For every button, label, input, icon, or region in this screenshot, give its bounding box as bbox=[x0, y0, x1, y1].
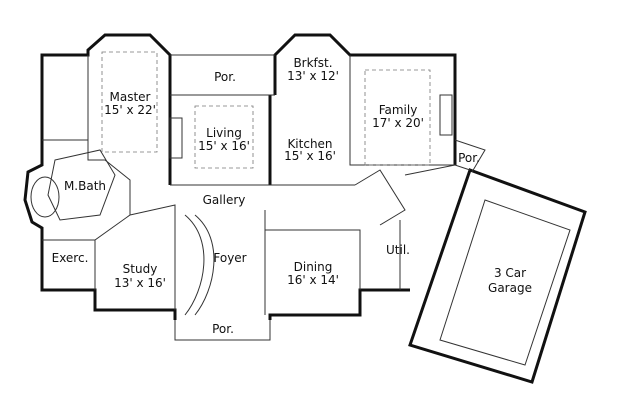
family-label: Family bbox=[379, 103, 418, 117]
living-label: Living bbox=[206, 126, 242, 140]
porch-rear-label: Por. bbox=[214, 70, 236, 84]
living-size: 15' x 16' bbox=[198, 139, 250, 153]
dining-size: 16' x 14' bbox=[287, 273, 339, 287]
interior-walls bbox=[30, 54, 571, 366]
master-label: Master bbox=[110, 90, 151, 104]
porch-front-label: Por. bbox=[212, 322, 234, 336]
kitchen-label: Kitchen bbox=[287, 137, 332, 151]
foyer-label: Foyer bbox=[213, 251, 246, 265]
exterior-walls bbox=[23, 33, 587, 384]
study-label: Study bbox=[123, 262, 158, 276]
gallery-label: Gallery bbox=[203, 193, 246, 207]
dining-label: Dining bbox=[294, 260, 333, 274]
garage-label-line1: 3 Car bbox=[494, 266, 526, 280]
room-labels: Master 15' x 22' Living 15' x 16' Por. B… bbox=[52, 56, 532, 336]
study-size: 13' x 16' bbox=[114, 276, 166, 290]
garage-label-line2: Garage bbox=[488, 281, 532, 295]
breakfast-label: Brkfst. bbox=[293, 56, 332, 70]
master-bath-label: M.Bath bbox=[64, 179, 106, 193]
breakfast-size: 13' x 12' bbox=[287, 69, 339, 83]
utility-label: Util. bbox=[386, 243, 410, 257]
family-size: 17' x 20' bbox=[372, 116, 424, 130]
master-size: 15' x 22' bbox=[104, 103, 156, 117]
exercise-label: Exerc. bbox=[52, 251, 89, 265]
porch-side-label: Por. bbox=[458, 151, 480, 165]
ceiling-lines bbox=[101, 51, 431, 169]
kitchen-size: 15' x 16' bbox=[284, 149, 336, 163]
